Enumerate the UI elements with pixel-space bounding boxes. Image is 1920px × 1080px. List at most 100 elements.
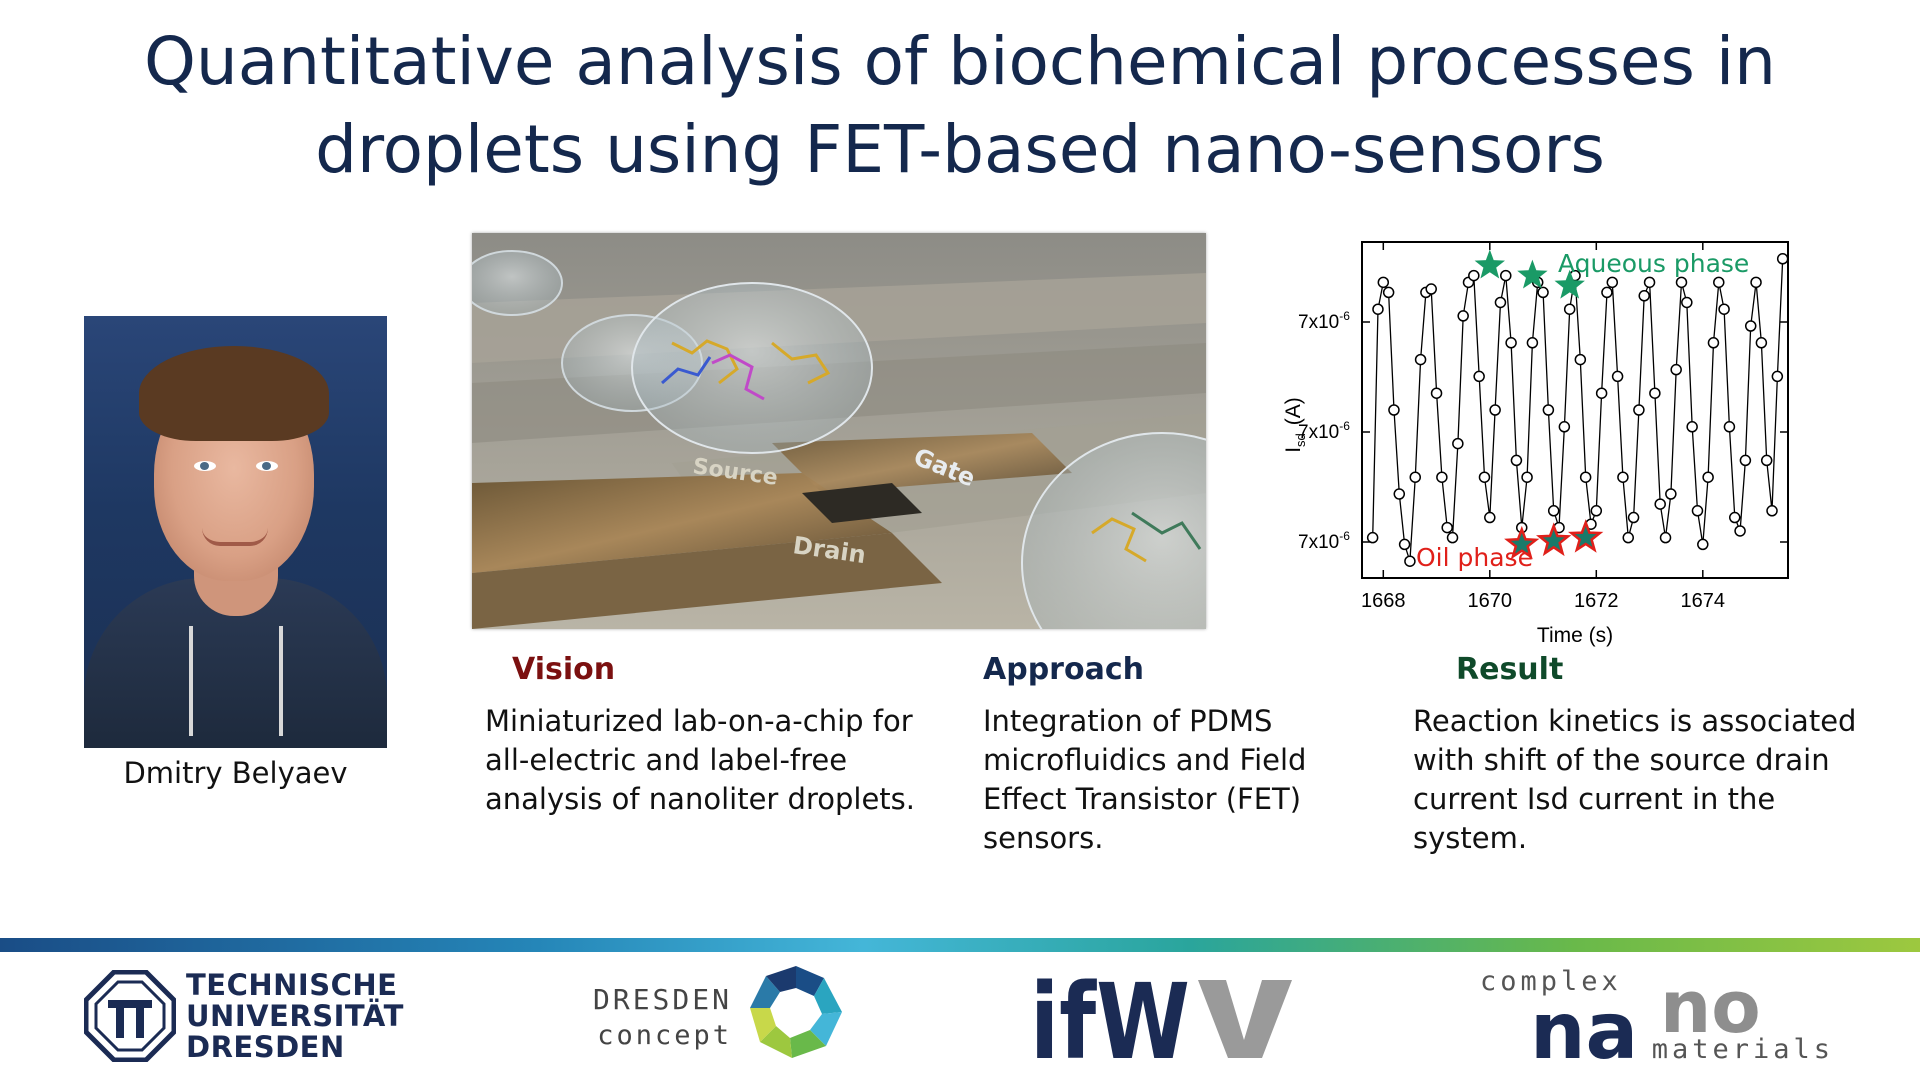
data-point — [1393, 488, 1406, 500]
cnm-no: no — [1660, 965, 1761, 1049]
axis-ticks — [1362, 242, 1788, 578]
footer-color-bar — [0, 938, 1920, 952]
approach-heading: Approach — [983, 652, 1144, 687]
x-tick-label-1670: 1670 — [1468, 590, 1513, 612]
data-point — [1771, 370, 1784, 383]
data-point — [1430, 387, 1443, 399]
chip-illustration: Source Gate Drain — [472, 233, 1206, 629]
y-axis-label-sub: sd — [1293, 433, 1308, 447]
phase-stars — [1474, 249, 1604, 560]
data-point — [1739, 454, 1752, 467]
data-point — [1388, 404, 1400, 416]
data-point — [1718, 303, 1730, 315]
data-point — [1595, 387, 1608, 399]
y-tick-label-top: 7x10-6 — [1298, 309, 1350, 333]
data-point — [1473, 370, 1485, 383]
result-line-2: with shift of the source drain — [1413, 743, 1830, 777]
data-point — [1707, 337, 1720, 349]
data-point — [1776, 253, 1789, 265]
vision-line-2: all-electric and label-free — [485, 743, 848, 777]
data-point — [1457, 310, 1469, 322]
chart-svg: Time (s) Isd(A) 1668 1670 1672 1674 7x10… — [1282, 241, 1789, 647]
data-point — [1484, 511, 1496, 524]
droplet-2 — [472, 250, 563, 316]
data-point — [1366, 531, 1379, 544]
oil-star — [1567, 519, 1604, 553]
title-line-2: droplets using FET-based nano-sensors — [315, 111, 1605, 188]
vision-heading: Vision — [512, 652, 616, 687]
plot-frame — [1361, 241, 1789, 579]
data-point — [1750, 276, 1762, 289]
data-point — [1409, 471, 1421, 483]
result-text: Reaction kinetics is associated with shi… — [1413, 702, 1856, 858]
data-point — [1734, 525, 1746, 537]
data-point — [1638, 290, 1650, 302]
aqueous-star — [1554, 269, 1585, 299]
approach-line-4: sensors. — [983, 821, 1104, 855]
data-point — [1697, 538, 1709, 551]
y-axis-label-unit: (A) — [1282, 397, 1305, 425]
y-tick-label-middle: 7x10-6 — [1298, 419, 1350, 443]
data-point — [1590, 505, 1603, 517]
ifw-logo-mark: ifW — [1030, 961, 1292, 1080]
data-point — [1452, 437, 1464, 450]
data-point — [1382, 286, 1395, 299]
data-point — [1537, 286, 1549, 299]
data-point — [1755, 337, 1768, 349]
portrait-eye-left — [194, 461, 216, 471]
data-point — [1563, 303, 1576, 315]
approach-line-3: Effect Transistor (FET) — [983, 782, 1302, 816]
data-point — [1579, 471, 1592, 483]
data-point — [1404, 555, 1416, 567]
vision-line-3: analysis of nanoliter droplets. — [485, 782, 915, 816]
data-point — [1425, 283, 1437, 295]
result-line-3: current Isd current in the — [1413, 782, 1776, 816]
data-point — [1654, 498, 1666, 510]
data-point — [1713, 276, 1725, 289]
data-point — [1398, 538, 1411, 551]
vision-text: Miniaturized lab-on-a-chip for all-elect… — [485, 702, 915, 819]
data-point — [1686, 421, 1698, 433]
data-point — [1446, 531, 1459, 544]
data-point — [1526, 337, 1539, 349]
approach-line-2: microfluidics and Field — [983, 743, 1307, 777]
aqueous-phase-label: Aqueous phase — [1558, 249, 1749, 278]
data-point — [1744, 320, 1757, 332]
approach-line-1: Integration of PDMS — [983, 704, 1273, 738]
data-point — [1414, 353, 1427, 366]
data-point — [1510, 454, 1523, 467]
oil-star — [1504, 525, 1540, 560]
droplet-4 — [1021, 432, 1206, 629]
person-name: Dmitry Belyaev — [123, 756, 348, 790]
data-point — [1766, 505, 1778, 517]
data-point — [1606, 276, 1619, 289]
series-line — [1372, 258, 1784, 562]
data-point — [1521, 471, 1533, 483]
title-line-1: Quantitative analysis of biochemical pro… — [143, 23, 1777, 100]
oil-phase-label: Oil phase — [1416, 543, 1533, 572]
data-point — [1617, 471, 1629, 483]
molecules — [661, 339, 1202, 563]
data-point — [1558, 421, 1571, 433]
series-points — [1366, 253, 1789, 567]
data-point — [1468, 269, 1480, 282]
approach-text: Integration of PDMS microfluidics and Fi… — [983, 702, 1306, 858]
aqueous-star — [1517, 259, 1548, 289]
x-axis-label: Time (s) — [1537, 624, 1613, 647]
cnm-bottom-text: materials — [1651, 1034, 1834, 1065]
result-heading: Result — [1456, 652, 1564, 687]
data-point — [1574, 353, 1587, 366]
data-point — [1478, 471, 1491, 483]
cnm-nano-mark: na no — [1530, 965, 1761, 1067]
data-point — [1702, 471, 1714, 483]
portrait-smile — [202, 528, 268, 546]
result-line-1: Reaction kinetics is associated — [1413, 704, 1857, 738]
data-point — [1372, 303, 1384, 315]
x-tick-label-1672: 1672 — [1574, 590, 1619, 612]
data-point — [1633, 404, 1645, 416]
data-point — [1494, 296, 1507, 309]
complex-nanomaterials-logo: complex na no materials — [1480, 962, 1840, 1067]
chip-illustration-svg: Source Gate Drain — [472, 233, 1206, 629]
data-point — [1601, 286, 1613, 299]
data-point — [1723, 421, 1736, 433]
